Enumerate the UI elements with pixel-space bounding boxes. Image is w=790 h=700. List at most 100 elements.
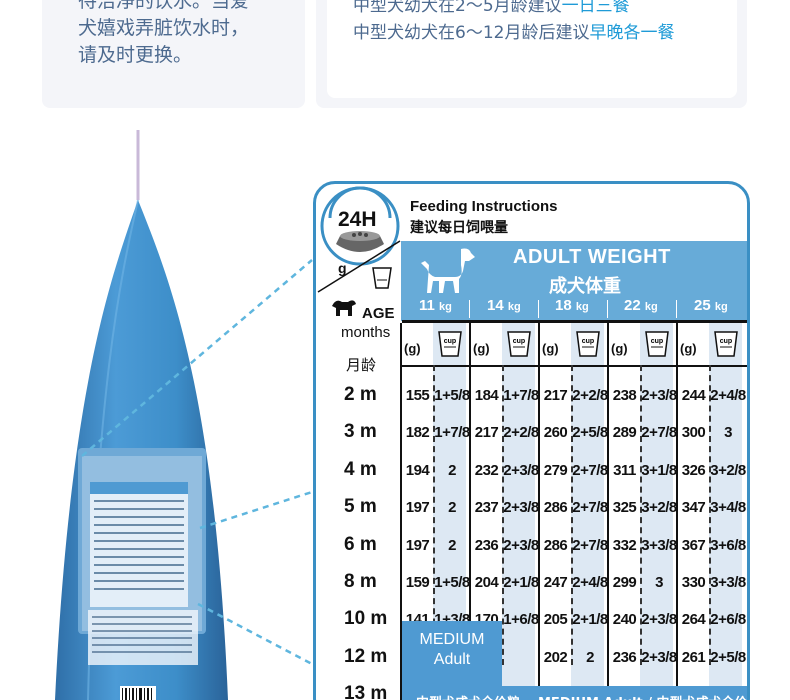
gram-value-cell: 330 (681, 574, 706, 591)
gram-value-cell: 194 (405, 461, 430, 479)
tip-card: 待洁净的饮水。当爱 犬嬉戏弄脏饮水时， 请及时更换。 (42, 0, 305, 108)
gram-value-cell: 232 (474, 461, 499, 479)
adult-label: Adult (433, 651, 471, 668)
medium-label: MEDIUM (419, 631, 485, 648)
age-cell: 3 m (344, 421, 377, 443)
meal-line-1: 中型犬幼犬在2～5月龄建议一日三餐 (353, 0, 630, 16)
gram-value-cell: 279 (543, 461, 568, 479)
feeding-title-en: Feeding Instructions (410, 198, 558, 215)
feeding-title-zh: 建议每日饲喂量 (410, 220, 508, 236)
column-divider (469, 323, 471, 700)
tip-line: 待洁净的饮水。当爱 (78, 0, 250, 12)
gram-value-cell: 182 (405, 424, 430, 442)
cup-column-header-icon: cup (645, 331, 669, 357)
cup-icon (372, 267, 392, 289)
cup-value-cell: 3+3/8 (710, 574, 746, 591)
gram-value-cell: 197 (405, 499, 430, 517)
cup-value-cell: 1+7/8 (434, 424, 470, 442)
tip-text: 待洁净的饮水。当爱 犬嬉戏弄脏饮水时， 请及时更换。 (78, 0, 288, 69)
gram-value-cell: 205 (543, 611, 568, 629)
cup-value-cell: 2+3/8 (641, 387, 677, 404)
meal-line-1-text: 中型犬幼犬在2～5月龄建议 (353, 0, 562, 16)
gram-value-cell: 217 (474, 424, 499, 442)
weight-unit: kg (439, 301, 452, 313)
gram-value-cell: 367 (681, 536, 706, 554)
age-cell: 12 m (344, 645, 388, 667)
cup-value-cell: 2+2/8 (503, 424, 539, 442)
gram-value-cell: 260 (543, 424, 568, 442)
column-divider (400, 323, 402, 700)
medium-adult-box: MEDIUM Adult (402, 621, 502, 686)
bottom-product-bar: 中型犬成犬全价粮 MEDIUM Adult / 中型犬成犬全价粮 (402, 686, 747, 700)
product-bag-image (0, 130, 300, 700)
cup-value-cell: 2+4/8 (710, 387, 746, 404)
adult-dog-icon (421, 248, 475, 293)
cup-header-text: cup (582, 338, 594, 345)
cup-value-cell: 2+6/8 (710, 611, 746, 629)
gram-value-cell: 204 (474, 574, 499, 591)
meal-line-1-highlight: 一日三餐 (561, 0, 630, 16)
gram-value-cell: 289 (612, 424, 637, 442)
cup-value-cell: 3+2/8 (641, 499, 677, 517)
cup-value-cell: 2 (448, 461, 456, 479)
gram-column-header: (g) (611, 341, 628, 356)
gram-value-cell: 286 (543, 499, 568, 517)
gram-value-cell: 300 (681, 424, 706, 442)
column-dashed-divider (433, 365, 435, 665)
age-label: AGE (362, 305, 395, 322)
cup-value-cell: 1+5/8 (434, 574, 470, 591)
gram-column-header: (g) (542, 341, 559, 356)
column-divider (538, 323, 540, 700)
gram-value-cell: 184 (474, 387, 499, 404)
months-label: months (341, 324, 391, 341)
gram-value-cell: 236 (612, 648, 637, 666)
column-dashed-divider (709, 365, 711, 665)
gram-value-cell: 261 (681, 648, 706, 666)
weight-unit: kg (575, 301, 589, 313)
weight-separator (607, 300, 608, 318)
cup-column-header-icon: cup (438, 331, 462, 357)
cup-value-cell: 2+2/8 (572, 387, 608, 404)
cup-value-cell: 3+2/8 (710, 461, 746, 479)
weight-separator (676, 300, 677, 318)
adult-weight-header: ADULT WEIGHT 成犬体重 (401, 241, 747, 321)
cup-value-cell: 2+5/8 (572, 424, 608, 442)
weight-value: 11 (419, 297, 435, 314)
weight-value: 18 (555, 297, 572, 314)
cup-header-text: cup (720, 338, 732, 345)
age-cell: 6 m (344, 533, 377, 555)
weight-value: 22 (624, 297, 641, 314)
tip-line: 犬嬉戏弄脏饮水时， (78, 17, 250, 39)
weight-value: 25 (694, 297, 711, 314)
gram-value-cell: 159 (405, 574, 430, 591)
cup-value-cell: 1+7/8 (503, 387, 539, 404)
weight-unit: kg (644, 301, 658, 313)
cup-value-cell: 1+6/8 (503, 611, 539, 629)
bottom-product-left: 中型犬成犬全价粮 (416, 692, 520, 700)
table-subheader-rule (402, 365, 747, 367)
cup-column-header-icon: cup (507, 331, 531, 357)
gram-value-cell: 237 (474, 499, 499, 517)
column-dashed-divider (502, 365, 504, 665)
cup-value-cell: 3+4/8 (710, 499, 746, 517)
cup-value-cell: 3 (655, 574, 663, 591)
table-header-rule (402, 320, 747, 323)
cup-column-shade (640, 323, 673, 700)
weight-separator (538, 300, 539, 318)
header-diagonal-divider (317, 240, 401, 293)
cup-value-cell: 2+4/8 (572, 574, 608, 591)
gram-value-cell: 217 (543, 387, 568, 404)
cup-value-cell: 2+3/8 (503, 461, 539, 479)
gram-unit-label: g (338, 260, 347, 276)
cup-value-cell: 2+3/8 (503, 536, 539, 554)
cup-value-cell: 2+3/8 (641, 648, 677, 666)
meal-line-2-highlight: 早晚各一餐 (589, 23, 675, 43)
cup-value-cell: 2+5/8 (710, 648, 746, 666)
cup-value-cell: 3 (724, 424, 732, 442)
cup-value-cell: 2 (448, 536, 456, 554)
cup-column-header-icon: cup (576, 331, 600, 357)
weight-header-row: 11 kg 14 kg 18 kg 22 kg 25 kg (401, 296, 747, 321)
cup-value-cell: 1+5/8 (434, 387, 470, 404)
meal-frequency-inner: 中型犬幼犬在2～5月龄建议一日三餐 中型犬幼犬在6～12月龄后建议早晚各一餐 (327, 0, 737, 98)
column-dashed-divider (640, 365, 642, 665)
